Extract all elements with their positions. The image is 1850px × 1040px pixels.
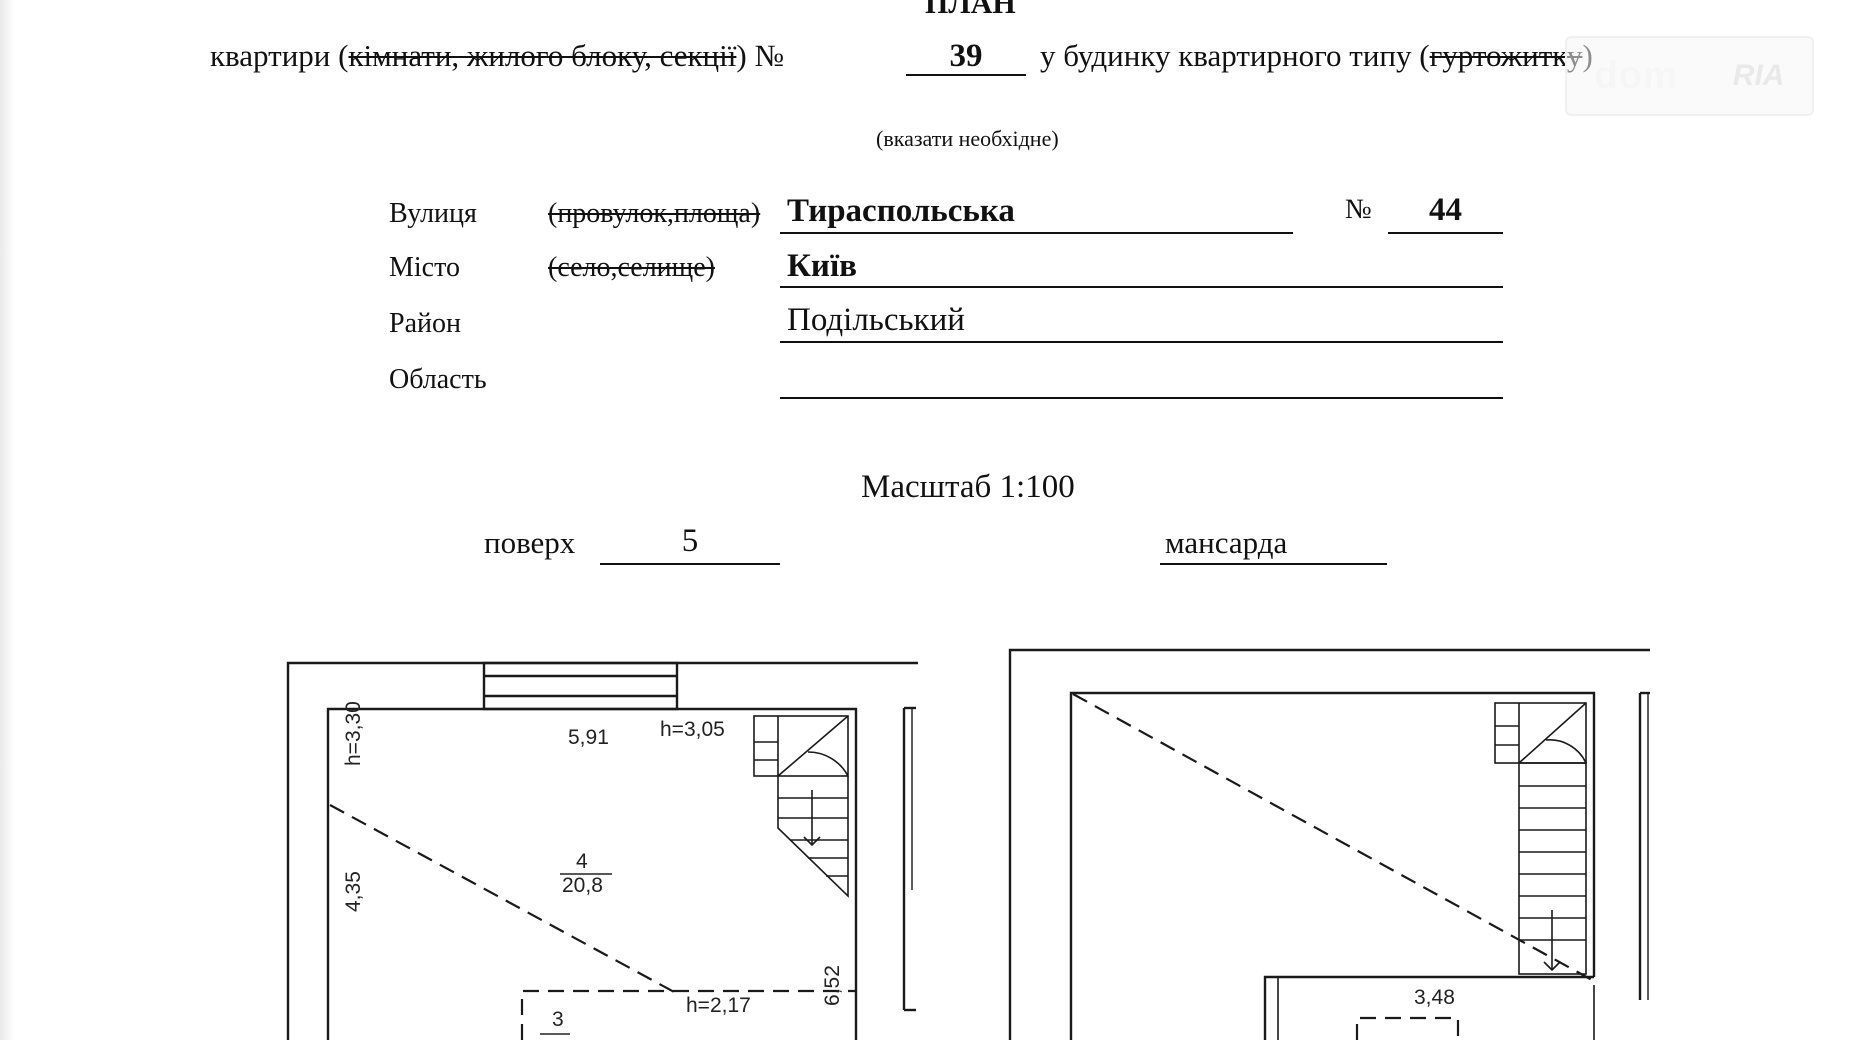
- region-underline: [780, 397, 1503, 399]
- apartment-prefix: квартири (: [210, 38, 349, 73]
- right-plan-stair: [1494, 702, 1587, 975]
- height-label-left: h=3,30: [342, 701, 365, 766]
- scale-text: Масштаб 1:100: [861, 469, 1075, 505]
- attic-underline: [1160, 563, 1387, 565]
- street-underline: [780, 232, 1293, 234]
- height-label-bottom: h=2,17: [686, 994, 751, 1017]
- apartment-number: 39: [949, 38, 983, 74]
- left-plan-stair: [753, 715, 849, 898]
- district-label: Район: [389, 308, 461, 339]
- house-number-label: №: [1345, 194, 1372, 225]
- street-struck-alternatives: (провулок,площа): [548, 198, 761, 229]
- apartment-line: квартири (кімнати, жилого блоку, секції)…: [210, 38, 784, 74]
- district-value: Подільський: [787, 302, 965, 338]
- street-label: Вулиця: [389, 198, 477, 229]
- struck-dormitory: гуртожитку: [1429, 38, 1583, 73]
- room-number-2: 3: [552, 1008, 564, 1031]
- watermark-ria: RIA: [1732, 59, 1785, 92]
- right-plan-walls: [1008, 648, 1650, 1040]
- side-length-label: 4,35: [342, 871, 365, 912]
- district-underline: [780, 341, 1503, 343]
- left-plan-dashed-lines: [329, 804, 856, 1040]
- document-title: ПЛАН: [925, 0, 1016, 20]
- room-number: 4: [576, 850, 588, 873]
- city-label: Місто: [389, 252, 460, 283]
- width-label-top: 5,91: [568, 726, 609, 749]
- house-number-underline: [1388, 232, 1503, 234]
- room-area: 20,8: [562, 874, 603, 897]
- city-struck-alternatives: (село,селище): [548, 252, 715, 283]
- city-value: Київ: [787, 248, 857, 284]
- dimension-label-right-plan: 3,48: [1414, 986, 1455, 1009]
- building-type-text: у будинку квартирного типу (: [1040, 38, 1430, 73]
- street-value: Тираспольська: [787, 193, 1015, 229]
- number-sign: ) №: [736, 38, 785, 73]
- watermark-dom: dom: [1594, 54, 1678, 97]
- attic-label: мансарда: [1165, 525, 1288, 560]
- struck-room-types: кімнати, жилого блоку, секції: [348, 38, 737, 73]
- dom-ria-watermark: dom RIA: [1565, 36, 1814, 116]
- house-number-value: 44: [1429, 192, 1462, 228]
- city-underline: [780, 286, 1503, 288]
- left-plan-walls: [286, 661, 918, 1040]
- height-label-stair: h=3,05: [660, 718, 725, 741]
- region-label: Область: [389, 364, 487, 395]
- floor-label: поверх: [484, 525, 576, 560]
- page-edge-shadow: [0, 0, 14, 1040]
- right-plan-dashed-lines: [1072, 693, 1593, 1040]
- hint-text: (вказати необхідне): [876, 126, 1059, 151]
- floor-underline: [600, 563, 780, 565]
- floor-value: 5: [681, 523, 699, 559]
- apartment-number-underline: [906, 74, 1026, 76]
- side-length-label-right: 6,52: [821, 965, 844, 1006]
